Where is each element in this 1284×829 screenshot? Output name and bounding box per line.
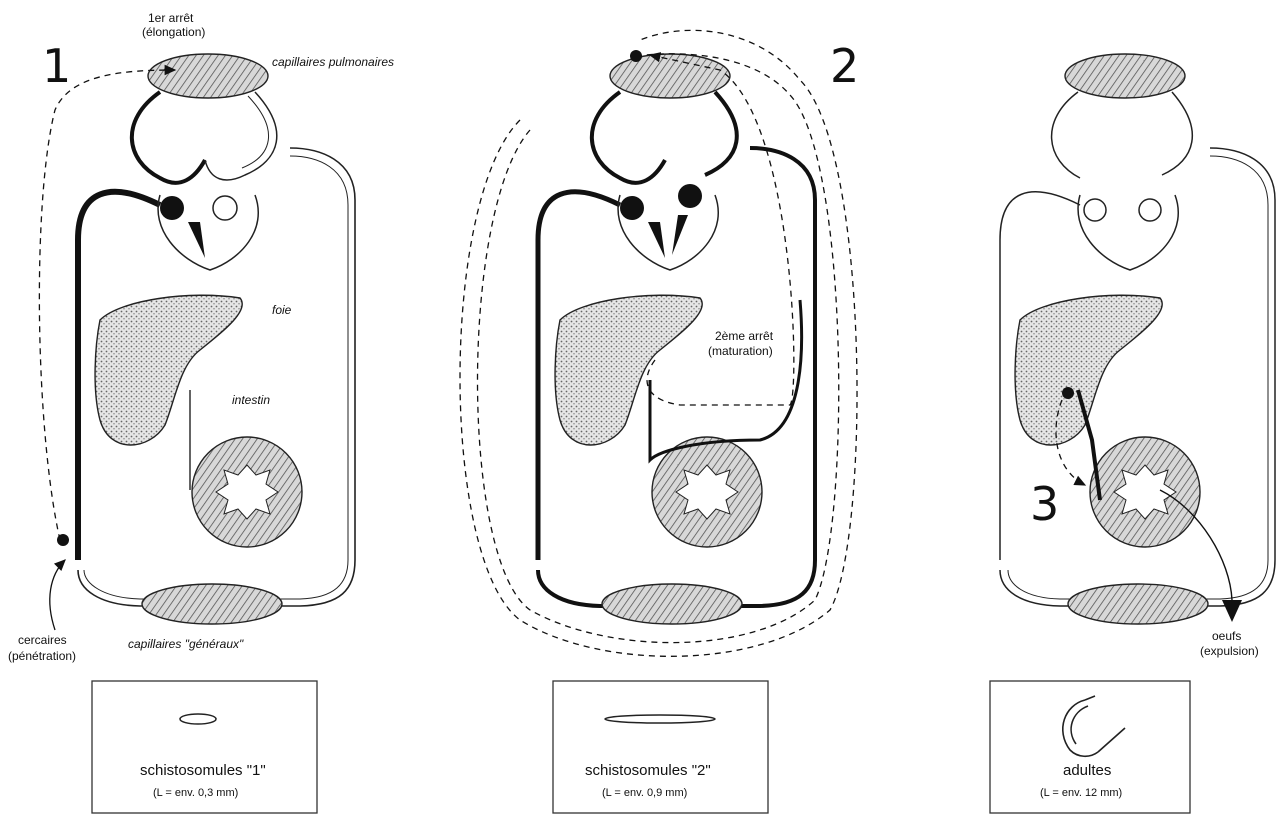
lung-capillaries-label: capillaires pulmonaires <box>272 55 394 69</box>
panel-3 <box>1000 54 1275 624</box>
egg-exit-label-line2: (expulsion) <box>1200 644 1259 658</box>
general-capillaries-label: capillaires "généraux" <box>128 637 244 651</box>
general-capillaries-1 <box>142 584 282 624</box>
general-capillaries-3 <box>1068 584 1208 624</box>
egg-exit-arrowhead <box>1222 600 1242 622</box>
stage-box-1-title: schistosomules "1" <box>140 762 266 779</box>
second-stop-label-line2: (maturation) <box>708 344 773 358</box>
entry-label-line1: cercaires <box>18 633 67 647</box>
lung-capillaries-1 <box>148 54 268 98</box>
stage-number-2: 2 <box>830 39 859 93</box>
stage-number-3: 3 <box>1030 477 1059 531</box>
entry-point-1 <box>57 534 69 546</box>
panel-2 <box>460 30 857 656</box>
liver-label: foie <box>272 303 292 317</box>
entry-label-line2: (pénétration) <box>8 649 76 663</box>
stage-box-1: schistosomules "1" (L = env. 0,3 mm) <box>92 681 317 813</box>
liver-2 <box>555 295 702 445</box>
stage-box-2-size: (L = env. 0,9 mm) <box>602 787 687 799</box>
intestine-label: intestin <box>232 393 270 407</box>
first-stop-label-line1: 1er arrêt <box>148 11 194 25</box>
egg-exit-label-line1: oeufs <box>1212 629 1241 643</box>
general-capillaries-2 <box>602 584 742 624</box>
panel-1 <box>39 54 355 630</box>
stage-box-3-title: adultes <box>1063 762 1111 779</box>
stage-box-2: schistosomules "2" (L = env. 0,9 mm) <box>553 681 768 813</box>
stage-box-1-size: (L = env. 0,3 mm) <box>153 787 238 799</box>
stage-number-1: 1 <box>42 39 71 93</box>
lung-capillaries-2 <box>610 54 730 98</box>
stage-box-3-size: (L = env. 12 mm) <box>1040 787 1122 799</box>
second-stop-label-line1: 2ème arrêt <box>715 329 774 343</box>
lung-capillaries-3 <box>1065 54 1185 98</box>
liver-1 <box>95 295 242 445</box>
entry-point-2 <box>630 50 642 62</box>
first-stop-label-line2: (élongation) <box>142 25 205 39</box>
worm-position-3 <box>1062 387 1074 399</box>
stage-box-2-title: schistosomules "2" <box>585 762 711 779</box>
stage-box-3: adultes (L = env. 12 mm) <box>990 681 1190 813</box>
heart-3 <box>1078 195 1178 270</box>
